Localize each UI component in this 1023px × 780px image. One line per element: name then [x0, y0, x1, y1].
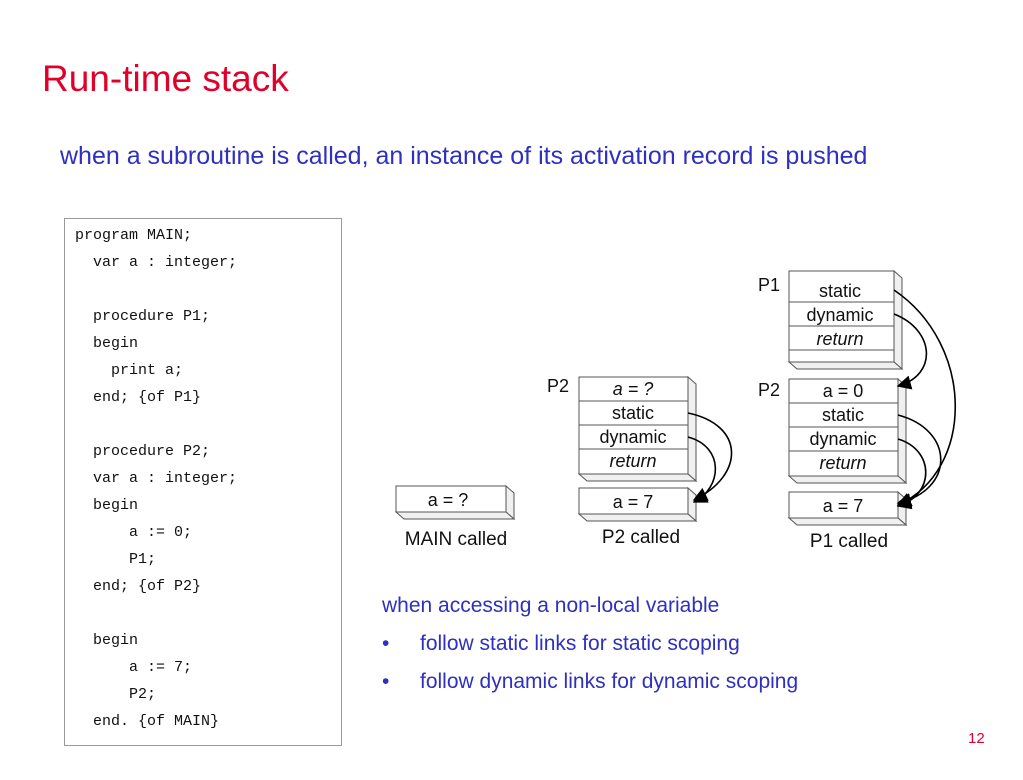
main-record-depth-bottom	[394, 511, 516, 520]
record-field: a = 0	[823, 381, 864, 401]
p1-static-link-arrow	[893, 289, 957, 507]
p2-frame-label: P2	[758, 380, 780, 400]
caption-p2-called: P2 called	[602, 527, 680, 548]
p1-record-depth	[893, 269, 903, 371]
caption-main-called: MAIN called	[405, 529, 507, 550]
p2-record-depth-bottom	[787, 475, 908, 484]
bullet-dot-icon: •	[382, 632, 390, 655]
stack-main-called: a = ? MAIN called	[394, 484, 516, 550]
record-field: a = ?	[613, 379, 654, 399]
static-link-arrow	[687, 412, 733, 501]
code-line: print a;	[75, 362, 184, 379]
record-field: dynamic	[809, 429, 876, 449]
notes-bullet: • follow static links for static scoping	[382, 632, 798, 656]
main-record-label: a = ?	[428, 490, 469, 510]
code-line: var a : integer;	[75, 254, 238, 271]
main-record-label: a = 7	[823, 496, 864, 516]
record-field: static	[819, 281, 861, 301]
code-line: P2;	[75, 686, 157, 703]
code-line: end; {of P1}	[75, 389, 202, 406]
scoping-notes: when accessing a non-local variable • fo…	[382, 594, 798, 708]
p2-dynamic-link-arrow	[896, 438, 927, 510]
notes-bullet-text: follow dynamic links for dynamic scoping	[420, 670, 799, 693]
code-line: begin	[75, 335, 139, 352]
main-record-box	[788, 491, 899, 519]
stack-p1-called: P1 static dynamic return P2 a = 0 static…	[758, 269, 957, 552]
code-line: end; {of P2}	[75, 578, 202, 595]
slide-title: Run-time stack	[42, 58, 289, 99]
code-line: P1;	[75, 551, 157, 568]
record-field: return	[816, 329, 863, 349]
dynamic-link-arrow	[687, 436, 717, 503]
record-field: dynamic	[806, 305, 873, 325]
code-listing: program MAIN; var a : integer; procedure…	[64, 218, 342, 746]
p2-record-depth	[687, 375, 697, 483]
code-line: program MAIN;	[75, 227, 193, 244]
p1-frame-label: P1	[758, 275, 780, 295]
p2-record-depth	[897, 377, 907, 485]
code-line: begin	[75, 632, 139, 649]
slide-subtitle: when a subroutine is called, an instance…	[60, 142, 868, 170]
main-record-label: a = 7	[613, 492, 654, 512]
main-record-depth-bottom	[577, 513, 698, 522]
p2-frame-label: P2	[547, 376, 569, 396]
notes-bullet-text: follow static links for static scoping	[420, 632, 740, 655]
bullet-dot-icon: •	[382, 670, 390, 693]
record-field: return	[609, 451, 656, 471]
page-number: 12	[968, 730, 985, 747]
p2-record-depth-bottom	[577, 473, 698, 482]
p1-record-depth-bottom	[787, 361, 904, 370]
stack-p2-called: P2 a = ? static dynamic return a = 7 P2 …	[547, 375, 733, 548]
code-line: var a : integer;	[75, 470, 238, 487]
code-line: a := 0;	[75, 524, 193, 541]
main-record-box	[395, 485, 507, 513]
p1-record-box	[788, 270, 895, 363]
code-line: procedure P1;	[75, 308, 211, 325]
caption-p1-called: P1 called	[810, 531, 888, 552]
main-record-depth-bottom	[787, 517, 908, 526]
code-line: begin	[75, 497, 139, 514]
record-field: static	[822, 405, 864, 425]
code-line: procedure P2;	[75, 443, 211, 460]
p1-dynamic-link-arrow	[893, 313, 928, 390]
notes-lead: when accessing a non-local variable	[382, 594, 720, 617]
record-field: dynamic	[599, 427, 666, 447]
code-line: a := 7;	[75, 659, 193, 676]
record-field: return	[819, 453, 866, 473]
record-field: static	[612, 403, 654, 423]
code-line: end. {of MAIN}	[75, 713, 220, 730]
notes-bullet: • follow dynamic links for dynamic scopi…	[382, 670, 798, 694]
